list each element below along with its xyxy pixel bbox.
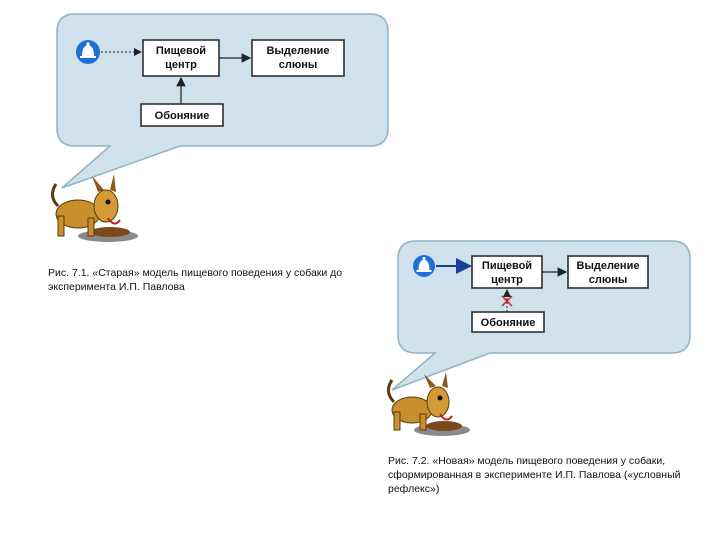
salivation-label-2-1: Выделение: [577, 260, 640, 272]
dog-illustration-1: [51, 174, 138, 242]
salivation-label-1: Выделение: [267, 45, 330, 57]
caption-2-line-3: рефлекс»): [388, 483, 440, 495]
food-center-label-2: центр: [165, 59, 197, 71]
salivation-label-2: слюны: [279, 59, 318, 71]
smell-box-2: [471, 311, 545, 333]
caption-1-line-1: Рис. 7.1. «Старая» модель пищевого повед…: [48, 267, 343, 279]
figure-caption-2: Рис. 7.2. «Новая» модель пищевого поведе…: [388, 454, 693, 496]
caption-1-line-2: эксперимента И.П. Павлова: [48, 281, 185, 293]
dog-illustration-2: [387, 372, 470, 436]
food-center-label-2-1: Пищевой: [482, 260, 532, 272]
food-center-label-1: Пищевой: [156, 45, 206, 57]
salivation-label-2-2: слюны: [589, 274, 628, 286]
smell-label: Обоняние: [155, 110, 210, 122]
smell-box: [140, 103, 224, 127]
salivation-box-2: [567, 255, 649, 289]
bell-icon-2: [413, 255, 435, 277]
caption-2-line-1: Рис. 7.2. «Новая» модель пищевого поведе…: [388, 455, 666, 467]
cross-icon: [501, 295, 513, 307]
figure-caption-1: Рис. 7.1. «Старая» модель пищевого повед…: [48, 266, 378, 294]
food-center-box-2: [471, 255, 543, 289]
caption-2-line-2: сформированная в эксперименте И.П. Павло…: [388, 469, 681, 481]
smell-label-2: Обоняние: [481, 317, 536, 329]
salivation-box: [251, 39, 345, 77]
diagram-2: Пищевой центр Выделение слюны Обоняние: [391, 240, 691, 391]
diagram-1: Пищевой центр Выделение слюны Обоняние: [56, 13, 389, 189]
food-center-label-2-2: центр: [491, 274, 523, 286]
food-center-box: [142, 39, 220, 77]
bell-icon: [76, 40, 100, 64]
